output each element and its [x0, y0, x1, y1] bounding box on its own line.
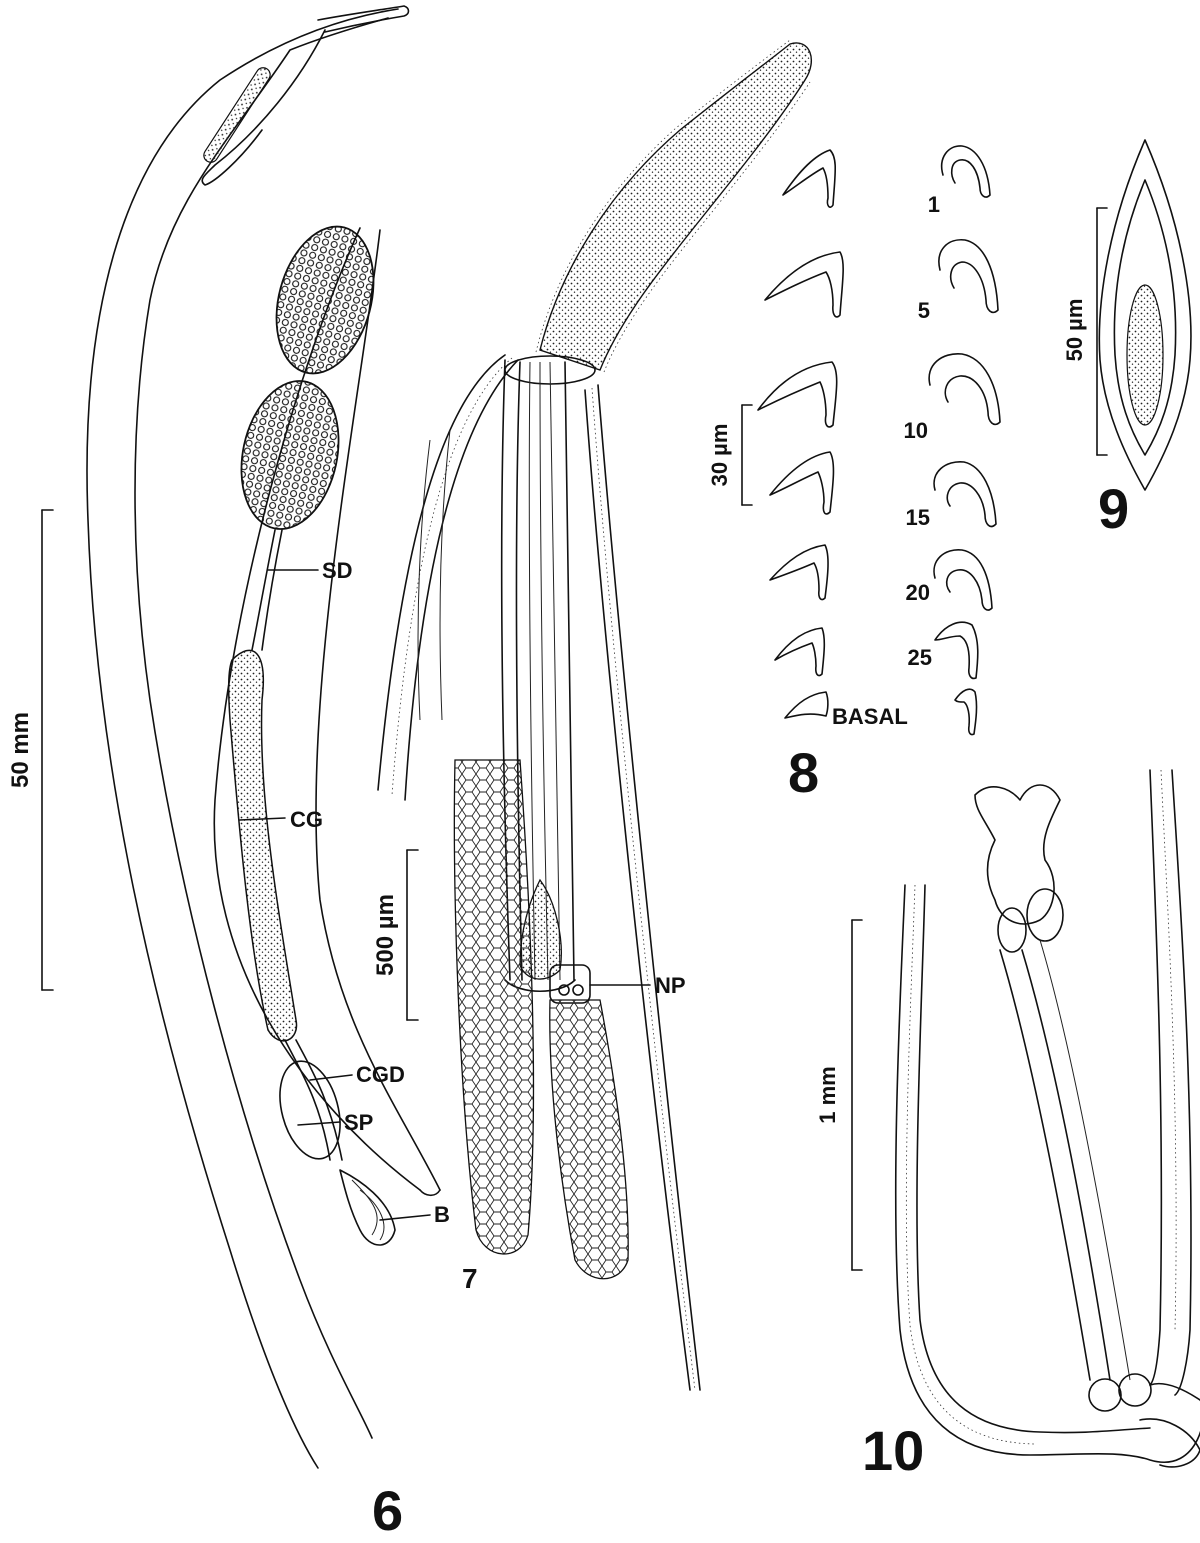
label-np: NP — [655, 973, 686, 998]
figure-9-egg — [1096, 139, 1192, 491]
hook-number-10: 10 — [904, 418, 928, 443]
scale-label-1mm: 1 mm — [815, 1066, 840, 1123]
figure-6-worm — [86, 5, 441, 1469]
hook-number-15: 15 — [906, 505, 930, 530]
hook-number-20: 20 — [906, 580, 930, 605]
figure-number-8: 8 — [788, 741, 819, 804]
figure-8-hooks — [741, 145, 1001, 736]
hook-label-basal: BASAL — [832, 704, 908, 729]
figure-10-posterior — [851, 769, 1200, 1468]
figure-number-6: 6 — [372, 1479, 403, 1542]
hook-number-1: 1 — [928, 192, 940, 217]
label-cgd: CGD — [356, 1062, 405, 1087]
label-sp: SP — [344, 1110, 373, 1135]
scale-bar-50mm — [41, 509, 54, 991]
label-cg: CG — [290, 807, 323, 832]
figure-number-7: 7 — [462, 1263, 478, 1294]
hook-number-5: 5 — [918, 298, 930, 323]
hook-number-25: 25 — [908, 645, 932, 670]
label-b: B — [434, 1202, 450, 1227]
scale-bar-500um — [406, 849, 419, 1021]
label-sd: SD — [322, 558, 353, 583]
figure-7-proboscis — [377, 39, 813, 1391]
scale-label-50mm: 50 mm — [7, 712, 34, 788]
figure-number-9: 9 — [1098, 477, 1129, 540]
scale-label-30um: 30 µm — [707, 424, 732, 487]
scale-label-50um: 50 µm — [1062, 299, 1087, 362]
figure-number-10: 10 — [862, 1419, 924, 1482]
scale-label-500um: 500 µm — [372, 894, 399, 976]
